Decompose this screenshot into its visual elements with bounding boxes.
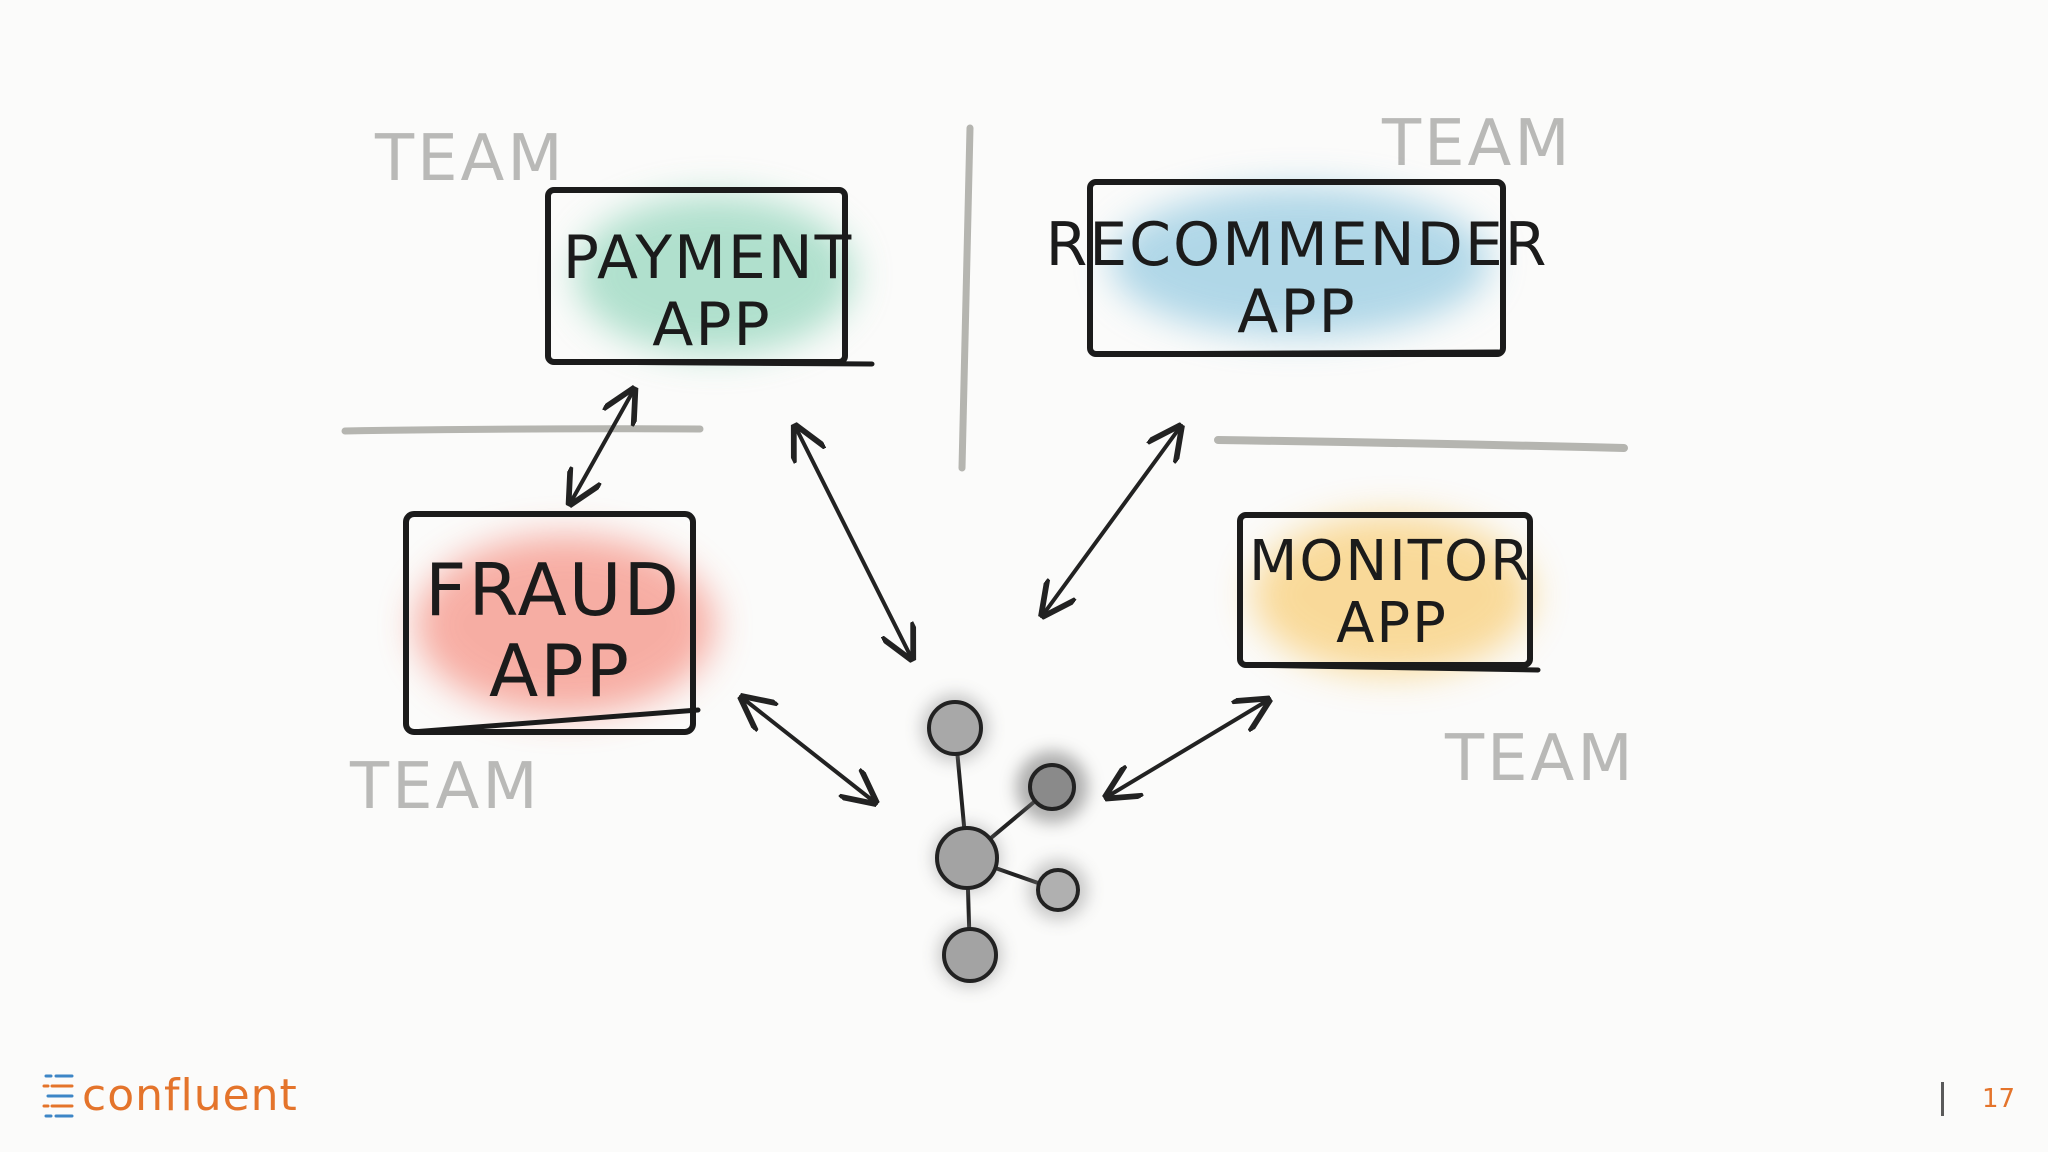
cluster-node-top [927, 700, 983, 756]
fraud-app-box: FRAUD APP [403, 511, 715, 735]
payment-app-label-line1: PAYMENT [563, 223, 854, 293]
monitor-app-label-line1: MONITOR [1249, 529, 1531, 594]
fraud-color-wash [415, 535, 715, 715]
fraud-app-label-line2: APP [489, 629, 631, 713]
page-number: 17 [1982, 1084, 2016, 1114]
left-horizontal-divider [341, 425, 704, 435]
connection-arrows [572, 393, 1265, 800]
monitor-app-label-line2: APP [1336, 591, 1448, 656]
recommender-app-label-line2: APP [1237, 277, 1356, 347]
fraud-box-outline [403, 511, 696, 735]
monitor-app-box: MONITOR APP [1237, 512, 1541, 675]
arrow-fraud-hub [745, 700, 872, 800]
cluster-node-bottom [942, 927, 998, 983]
vertical-divider [958, 124, 974, 472]
payment-color-wash [575, 195, 855, 355]
recommender-color-wash [1110, 187, 1490, 337]
monitor-color-wash [1252, 515, 1532, 675]
arrow-payment-hub [797, 430, 910, 655]
recommender-app-box: RECOMMENDER APP [1046, 179, 1549, 357]
cluster-node-upper-right [1028, 763, 1076, 811]
team-label-top-right: TEAM [1381, 107, 1573, 181]
arrow-monitor-hub [1110, 702, 1265, 795]
confluent-logo-icon [42, 1074, 74, 1118]
payment-app-label-line2: APP [652, 290, 771, 360]
fraud-app-label-line1: FRAUD [425, 548, 681, 632]
team-label-top-left: TEAM [374, 122, 566, 196]
team-label-bottom-left: TEAM [349, 750, 541, 824]
cluster-node-lower-right [1036, 868, 1080, 912]
kafka-cluster-icon [921, 694, 1088, 987]
confluent-logo: confluent [42, 1070, 298, 1122]
recommender-app-label-line1: RECOMMENDER [1046, 210, 1549, 280]
page-number-divider [1941, 1082, 1944, 1116]
team-label-bottom-right: TEAM [1444, 722, 1636, 796]
confluent-wordmark: confluent [82, 1070, 298, 1121]
payment-app-box: PAYMENT APP [545, 187, 875, 367]
arrow-payment-fraud [572, 393, 632, 500]
arrow-recommender-hub [1045, 430, 1178, 612]
quadrant-dividers [341, 124, 1628, 472]
cluster-node-center [935, 826, 999, 890]
right-horizontal-divider [1214, 436, 1628, 452]
